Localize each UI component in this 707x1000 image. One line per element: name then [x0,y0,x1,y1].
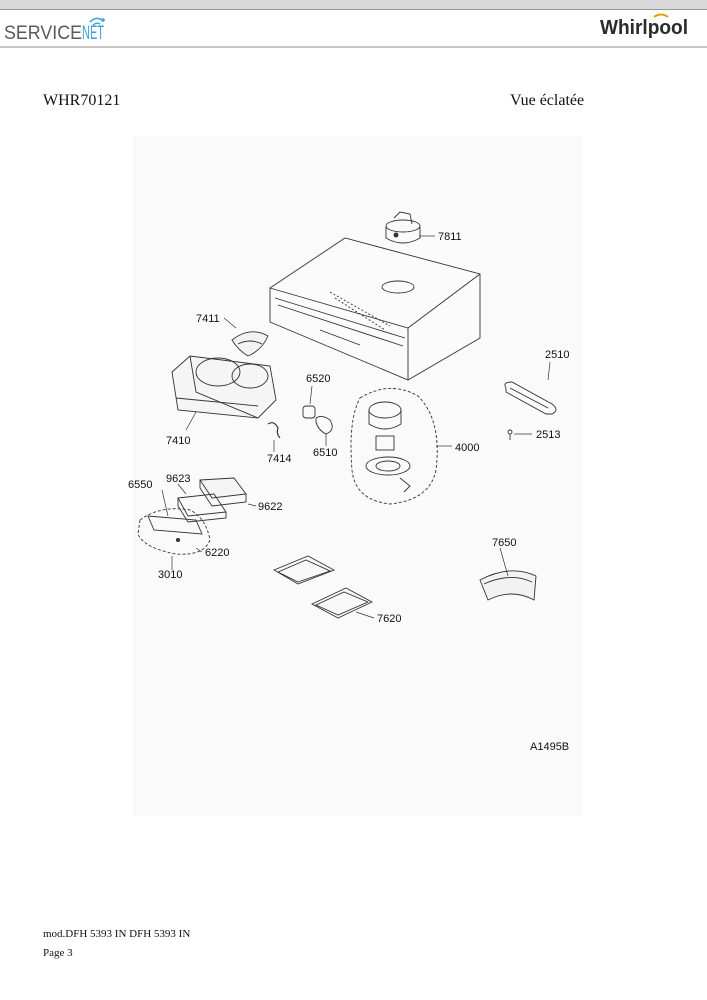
drawing-code: A1495B [530,741,569,753]
servicenet-logo: SERVICE NET [4,17,105,44]
svg-text:NET: NET [82,23,104,44]
label-2513: 2513 [536,429,560,441]
label-6220: 6220 [205,547,229,559]
seal-2510-drawing [504,381,557,415]
label-6550: 6550 [128,479,152,491]
footer-page-number: Page 3 [43,947,73,959]
filter-7411-drawing [231,331,269,357]
label-7650: 7650 [492,537,516,549]
label-4000: 4000 [455,442,479,454]
motor-4000-drawing [350,388,438,505]
svg-text:Whirlpool: Whirlpool [600,17,688,39]
label-7410: 7410 [166,435,190,447]
housing-7410-drawing [171,355,277,419]
grease-filter-drawing [272,555,373,619]
footer-model-line: mod.DFH 5393 IN DFH 5393 IN [43,928,191,940]
screw-2513-drawing [507,429,513,440]
whirlpool-logo: Whirlpool [600,13,688,39]
svg-text:SERVICE: SERVICE [4,23,82,44]
label-9622: 9622 [258,501,282,513]
header-top-bar [0,0,707,9]
control-board-drawing [177,477,247,523]
label-7411: 7411 [196,313,220,325]
label-7811: 7811 [438,231,462,243]
leader-lines [161,235,551,619]
label-2510: 2510 [545,349,569,361]
duct-7650-drawing [479,570,537,601]
hood-body-drawing [269,237,481,381]
label-7414: 7414 [267,453,291,465]
control-panel-drawing [137,508,211,555]
header-top-line [0,9,707,10]
clip-7414-drawing [267,422,281,439]
lamp-drawing [302,405,333,435]
model-number: WHR70121 [43,92,121,109]
header-rule [0,46,707,48]
label-6510: 6510 [313,447,337,459]
label-3010: 3010 [158,569,182,581]
label-9623: 9623 [166,473,190,485]
view-title: Vue éclatée [510,92,585,109]
motor-cap-drawing [385,211,421,244]
label-6520: 6520 [306,373,330,385]
label-7620: 7620 [377,613,401,625]
